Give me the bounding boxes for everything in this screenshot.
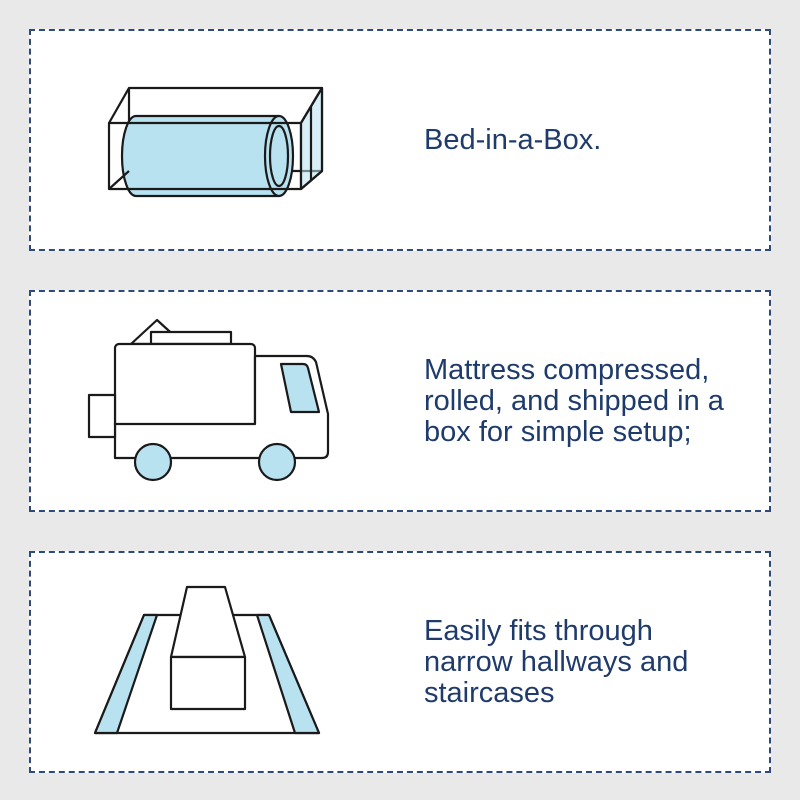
feature-card-narrow-hallways: Easily fits through narrow hallways and … <box>29 551 771 773</box>
feature-text: Bed-in-a-Box. <box>424 123 602 156</box>
delivery-truck-icon <box>87 318 330 482</box>
feature-text: Easily fits through narrow hallways and … <box>424 614 689 709</box>
feature-card-bed-in-a-box: Bed-in-a-Box. <box>29 29 771 251</box>
feature-text: Mattress compressed, rolled, and shipped… <box>424 353 724 448</box>
narrow-hallway-icon <box>93 585 321 735</box>
feature-card-shipping: Mattress compressed, rolled, and shipped… <box>29 290 771 512</box>
rolled-mattress-box-icon <box>107 86 324 198</box>
